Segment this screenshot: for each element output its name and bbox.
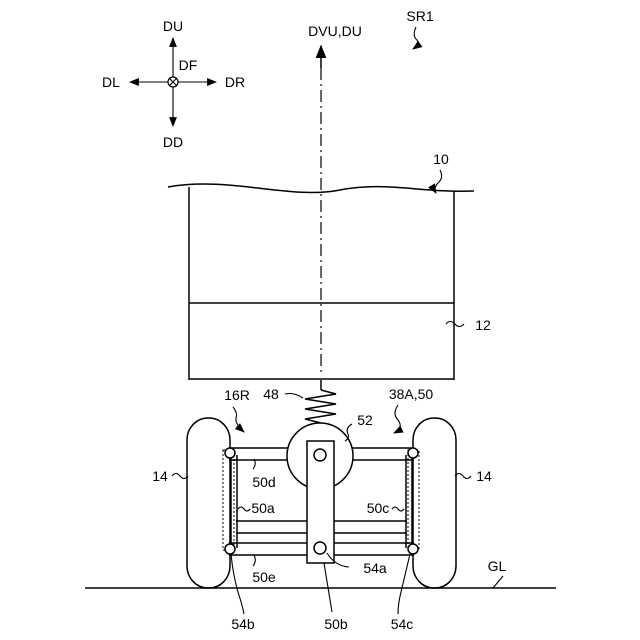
sheet-label: SR1 [406,8,433,24]
label-assembly: 16R [224,387,250,403]
leader-lower-body [446,322,464,327]
upper-right-joint [408,448,418,458]
label-lower-body: 12 [475,317,491,333]
label-wheel-right: 14 [476,468,492,484]
label-joint-right: 54c [391,616,414,632]
upper-left-joint [225,448,235,458]
label-link-lower: 50e [252,569,276,585]
leader-wheel-right [455,474,471,479]
label-ground: GL [488,558,507,574]
label-actuator: 52 [357,412,373,428]
label-joint-left: 54b [231,616,255,632]
compass-up-label: DU [163,18,183,34]
lower-right-joint [408,544,418,554]
left-wheel [187,418,230,588]
leader-wheel-left [172,474,188,479]
compass-front-label: DF [179,57,198,73]
label-link-left: 50a [251,500,275,516]
lower-left-joint [225,544,235,554]
label-link-right: 50c [367,500,390,516]
sheet-leader [413,27,418,49]
leader-spring [285,394,303,399]
leader-suspension [394,405,400,433]
leader-joint-right [398,554,410,614]
leader-link-left [238,507,250,511]
label-center-member: 50b [324,616,348,632]
label-body: 10 [433,151,449,167]
front-direction-icon [168,77,178,87]
compass-right-label: DR [225,74,245,90]
leader-link-lower [253,555,255,566]
axis-label: DVU,DU [308,23,362,39]
label-spring: 48 [263,386,279,402]
center-lower-joint [314,542,326,554]
label-suspension: 38A,50 [389,386,434,402]
leader-link-right [392,507,404,511]
leader-joint-left [231,554,244,614]
center-upper-joint [314,449,326,461]
leader-ground [493,576,503,588]
left-hub-outline [223,450,234,550]
direction-compass: DU DD DL DR DF [102,18,245,150]
compass-down-label: DD [163,134,183,150]
label-wheel-left: 14 [152,468,168,484]
compass-left-label: DL [102,74,120,90]
leader-assembly [233,407,244,432]
label-link-upper: 50d [252,474,275,490]
linkage-assembly [223,423,419,563]
label-joint-center: 54a [363,560,387,576]
